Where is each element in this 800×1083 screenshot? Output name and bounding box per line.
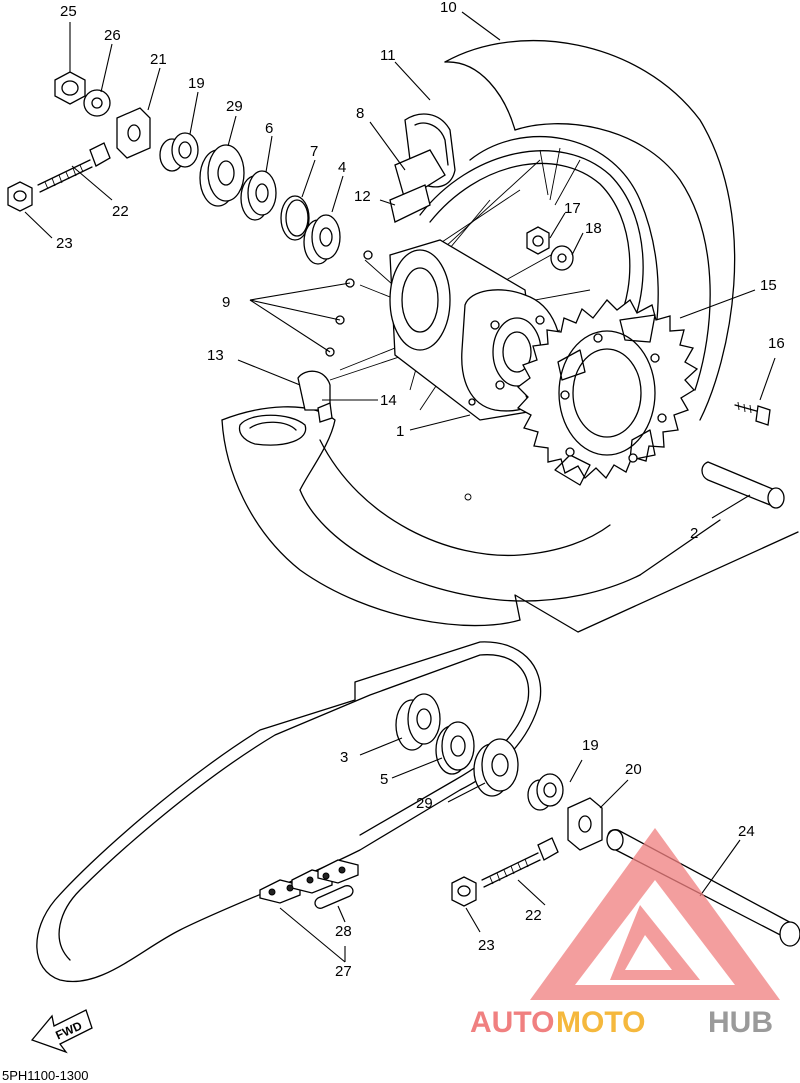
callout-labels: 25 26 21 19 29 6 7 4 22 23 10 11 8 12 17…: [56, 0, 785, 980]
callout-28: 28: [335, 923, 352, 940]
callout-23: 23: [56, 235, 73, 252]
callout-19-lower: 19: [582, 737, 599, 754]
callout-25: 25: [60, 3, 77, 20]
callout-21: 21: [150, 51, 167, 68]
callout-1: 1: [396, 423, 404, 440]
washer-26: [83, 89, 111, 117]
callout-16: 16: [768, 335, 785, 352]
callout-12: 12: [354, 188, 371, 205]
callout-27: 27: [335, 963, 352, 980]
nut-17: [526, 226, 550, 255]
nut-25: [54, 71, 86, 105]
reference-code: 5PH1100-1300: [2, 1068, 89, 1083]
callout-8: 8: [356, 105, 364, 122]
watermark-text: AUTO MOTO HUB: [470, 1006, 773, 1039]
disc-cover-guard: [238, 113, 456, 446]
callout-14: 14: [380, 392, 397, 409]
washer-18: [550, 245, 574, 271]
callout-22: 22: [112, 203, 129, 220]
callout-29-lower: 29: [416, 795, 433, 812]
detail-frame: [36, 641, 542, 983]
callout-13: 13: [207, 347, 224, 364]
callout-20: 20: [625, 761, 642, 778]
callout-23-lower: 23: [478, 937, 495, 954]
nut-23-top: [7, 181, 33, 212]
bearing-6: [240, 170, 277, 221]
callout-2: 2: [690, 525, 698, 542]
chain-puller-20: [567, 797, 603, 851]
callout-15: 15: [760, 277, 777, 294]
hub: [389, 239, 562, 421]
circlip-7: [280, 195, 310, 241]
oil-seal-29-lower: [473, 738, 519, 797]
callout-7: 7: [310, 143, 318, 160]
callout-6: 6: [265, 120, 273, 137]
callout-19: 19: [188, 75, 205, 92]
spoke-nipples: [325, 250, 373, 357]
watermark-part-auto: AUTO: [470, 1006, 554, 1039]
callout-10: 10: [440, 0, 457, 16]
callout-11: 11: [380, 47, 396, 64]
adjusting-bolt-22-lower: [481, 837, 559, 888]
nut-23-lower: [451, 876, 477, 907]
callout-22-lower: 22: [525, 907, 542, 924]
callout-26: 26: [104, 27, 121, 44]
oil-seal-29-top: [199, 144, 245, 207]
watermark-part-hub: HUB: [708, 1006, 773, 1039]
collar-19: [159, 132, 199, 172]
callout-18: 18: [585, 220, 602, 237]
callout-24: 24: [738, 823, 755, 840]
chain-puller-21: [116, 107, 151, 159]
bearing-4: [303, 214, 341, 265]
rim: [419, 147, 644, 331]
leader-lines: [24, 11, 776, 963]
callout-17: 17: [564, 200, 581, 217]
bearing-3: [395, 693, 441, 751]
chain-links: [259, 859, 359, 909]
collar-5: [435, 721, 475, 775]
collar-19-lower: [527, 773, 564, 811]
watermark-part-moto: MOTO: [556, 1006, 645, 1039]
sprocket: [516, 299, 699, 486]
fwd-arrow: FWD: [30, 1009, 93, 1054]
callout-4: 4: [338, 159, 346, 176]
adjusting-bolt-22-top: [37, 142, 111, 193]
callout-5: 5: [380, 771, 388, 788]
collar-2: [701, 461, 785, 509]
callout-9: 9: [222, 294, 230, 311]
callout-29: 29: [226, 98, 243, 115]
bolt-16: [734, 401, 771, 426]
callout-3: 3: [340, 749, 348, 766]
watermark-logo: [530, 828, 780, 1000]
